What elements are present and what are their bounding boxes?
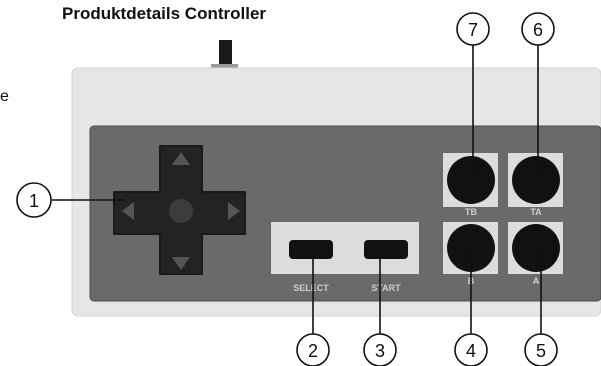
callout-number-4: 4: [466, 341, 476, 361]
cut-off-text: e: [0, 88, 9, 105]
callout-markers: 1 2 3 4 5 6 7: [16, 12, 558, 366]
callout-number-3: 3: [375, 341, 385, 361]
cable: [219, 40, 232, 66]
callout-number-6: 6: [533, 20, 543, 40]
callout-number-5: 5: [536, 341, 546, 361]
tb-button: [447, 156, 495, 204]
callout-lines: [52, 44, 542, 336]
start-label: START: [371, 283, 401, 293]
a-button: [512, 224, 560, 272]
callout-circle-6: [521, 12, 555, 46]
dpad-left-arrow-icon: [122, 202, 134, 220]
dpad-right-arrow-icon: [228, 202, 240, 220]
callout-number-7: 7: [468, 20, 478, 40]
dpad-center: [169, 199, 193, 223]
tb-label: TB: [465, 207, 477, 217]
callout-circle-7: [456, 12, 490, 46]
ta-label: TA: [530, 207, 542, 217]
ta-button: [512, 156, 560, 204]
callout-circle-4: [454, 333, 488, 366]
callout-number-1: 1: [29, 191, 39, 211]
select-label: SELECT: [293, 283, 329, 293]
start-button: [364, 240, 408, 259]
callout-circle-2: [296, 333, 330, 366]
dpad-up-arrow-icon: [172, 152, 190, 165]
diagram-title: Produktdetails Controller: [62, 4, 267, 23]
callout-circle-3: [363, 333, 397, 366]
callout-circle-1: [16, 182, 52, 218]
select-button: [289, 240, 333, 259]
dpad: [113, 145, 246, 275]
callout-circle-5: [524, 333, 558, 366]
a-label: A: [533, 276, 540, 286]
callout-number-2: 2: [308, 341, 318, 361]
dpad-down-arrow-icon: [172, 257, 190, 270]
